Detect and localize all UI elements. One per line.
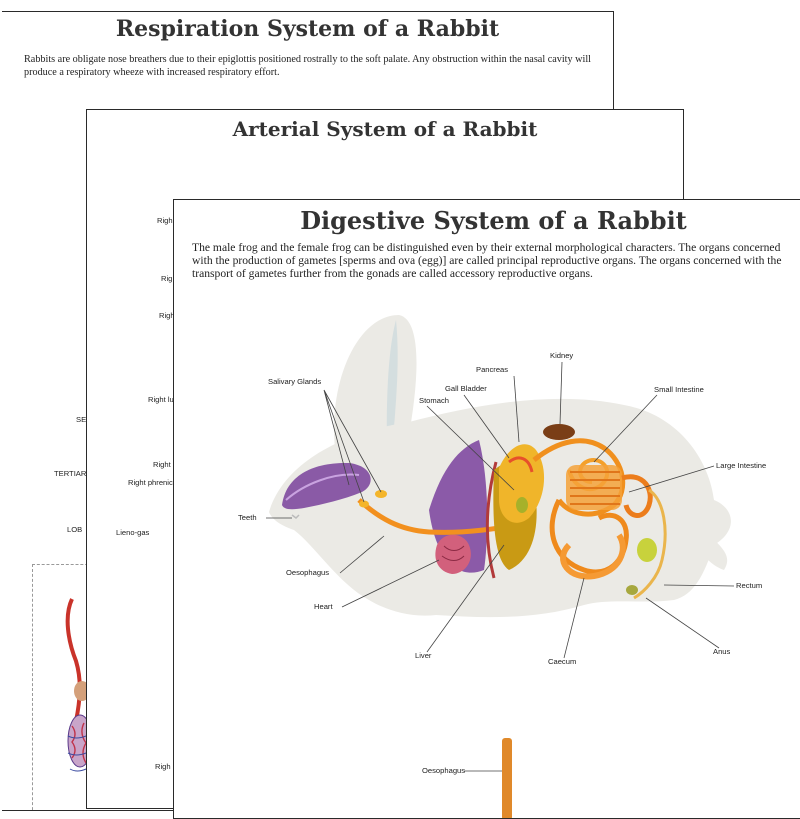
respiration-inset-frame xyxy=(32,564,93,810)
leader-stomach xyxy=(426,405,515,491)
leader-rectum xyxy=(663,584,735,587)
label-gall-bladder: Gall Bladder xyxy=(445,384,487,393)
label-liver: Liver xyxy=(415,651,432,660)
leader-caecum xyxy=(563,577,585,659)
arterial-fragment-label: Right xyxy=(153,460,171,469)
anus-shape xyxy=(626,585,638,595)
stomach-vessel xyxy=(508,456,534,473)
respiration-title: Respiration System of a Rabbit xyxy=(115,16,500,42)
digestive-diagram xyxy=(266,315,735,818)
label-anus: Anus xyxy=(713,647,731,656)
bronchi-branches xyxy=(67,735,87,772)
inner-ear xyxy=(386,320,398,450)
heart-detail xyxy=(441,545,465,561)
arterial-fragment-label: Right phrenic xyxy=(128,478,173,487)
heart-shape xyxy=(435,534,471,574)
arterial-fragment-label: Rig xyxy=(161,274,173,283)
leader-gall-bladder xyxy=(463,394,510,459)
leader-small-intestine xyxy=(593,394,658,463)
leader-pancreas xyxy=(513,375,520,443)
caecum-coil xyxy=(560,533,626,580)
description-line: The male frog and the female frog can be… xyxy=(192,241,781,254)
label-oesophagus-lower: Oesophagus xyxy=(422,766,466,775)
leader-heart xyxy=(341,559,440,608)
stomach-shape xyxy=(499,444,545,523)
arterial-fragment-label: Right lu xyxy=(148,395,174,404)
leader-large-intestine xyxy=(628,465,715,493)
diaphragm xyxy=(485,461,498,579)
respiration-fragment-label: SE xyxy=(76,415,87,424)
arterial-title: Arterial System of a Rabbit xyxy=(232,117,538,141)
digestive-sheet: Digestive System of a Rabbit The male fr… xyxy=(173,199,800,819)
salivary-gland xyxy=(375,490,387,498)
leader-lines xyxy=(266,361,735,772)
trachea-vessel xyxy=(65,598,82,722)
label-kidney: Kidney xyxy=(550,351,574,360)
large-intestine-coils xyxy=(566,465,622,510)
label-pancreas: Pancreas xyxy=(476,365,509,374)
leader-kidney xyxy=(559,361,563,425)
label-caecum: Caecum xyxy=(548,657,577,666)
respiration-fragment-label: TERTIAR xyxy=(54,469,87,478)
large-intestine-loop xyxy=(621,474,653,518)
respiration-illustration xyxy=(65,598,92,772)
label-salivary-glands: Salivary Glands xyxy=(268,377,322,386)
arterial-fragment-label: Righ xyxy=(155,762,171,771)
arterial-fragment-label: Righ xyxy=(159,311,175,320)
digestive-title: Digestive System of a Rabbit xyxy=(300,206,687,235)
salivary-gland xyxy=(359,500,369,508)
rectum-tube xyxy=(633,488,667,600)
oesophagus-lower-tube xyxy=(502,738,512,818)
label-large-intestine: Large Intestine xyxy=(716,461,767,470)
colon-folds xyxy=(570,471,620,505)
teeth-shape xyxy=(291,514,300,519)
respiration-description: Rabbits are obligate nose breathers due … xyxy=(24,54,591,78)
kidney-shape xyxy=(543,424,575,440)
label-stomach: Stomach xyxy=(419,396,449,405)
leader-salivary xyxy=(323,389,382,503)
leader-oesophagus xyxy=(339,535,385,574)
leader-anus xyxy=(645,597,720,649)
tail xyxy=(694,530,728,570)
arterial-fragment-label: Lieno-gas xyxy=(116,528,150,537)
label-teeth: Teeth xyxy=(238,513,257,522)
gall-bladder-shape xyxy=(516,497,528,513)
leader-liver xyxy=(426,544,505,653)
description-line: transport of gametes further from the go… xyxy=(192,267,593,280)
label-small-intestine: Small Intestine xyxy=(654,385,704,394)
description-line: with the production of gametes [sperms a… xyxy=(192,254,782,267)
rectum-shape xyxy=(637,538,657,562)
label-heart: Heart xyxy=(314,602,333,611)
label-rectum: Rectum xyxy=(736,581,763,590)
label-oesophagus: Oesophagus xyxy=(286,568,330,577)
respiration-fragment-label: LOB xyxy=(67,525,83,534)
tongue-highlight xyxy=(285,473,360,501)
digestive-description: The male frog and the female frog can be… xyxy=(192,241,800,280)
arterial-fragment-label: Righ xyxy=(157,216,173,225)
